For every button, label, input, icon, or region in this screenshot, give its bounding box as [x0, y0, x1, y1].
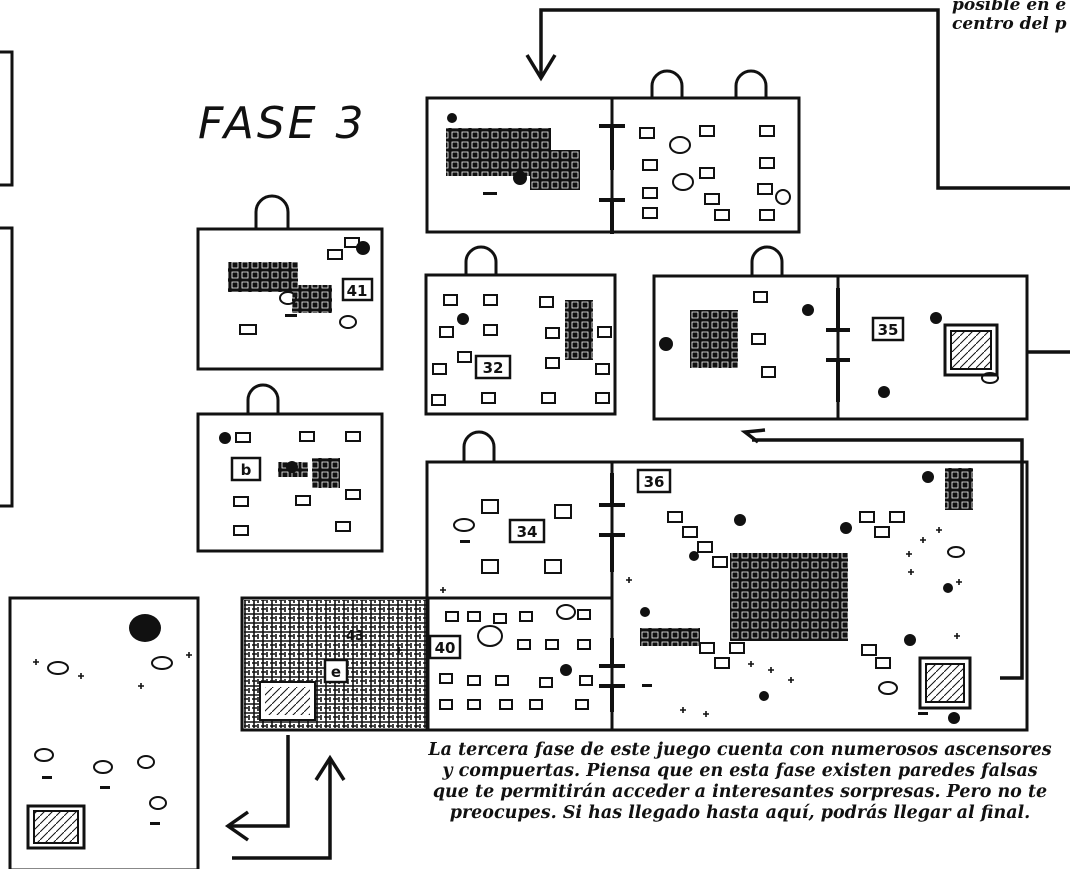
left-room-bottom: [8, 596, 200, 869]
top-note: posible en e centro del p: [952, 0, 1070, 34]
top-note-line-2: centro del p: [952, 14, 1067, 34]
top-note-line-1: posible en e: [952, 0, 1067, 15]
room-large: [425, 460, 1029, 732]
room-35: [652, 274, 1029, 421]
room-label-36: 36: [644, 473, 665, 491]
room-label-34: 34: [517, 523, 538, 541]
room-32: [424, 273, 617, 416]
phase-title: FASE 3: [198, 98, 367, 149]
room-label-e: e: [331, 663, 341, 681]
room-label-41: 41: [347, 282, 368, 300]
room-label-b: b: [241, 461, 252, 479]
room-label-32: 32: [483, 359, 504, 377]
map-caption: La tercera fase de este juego cuenta con…: [428, 740, 1052, 823]
room-41: [196, 227, 384, 371]
room-43: [240, 596, 430, 732]
left-room-top: [0, 50, 14, 187]
room-label-43: 43: [346, 629, 364, 644]
room-label-40: 40: [435, 639, 456, 657]
room-b: [196, 412, 384, 553]
room-label-35: 35: [878, 321, 899, 339]
left-room-mid: [0, 226, 14, 508]
